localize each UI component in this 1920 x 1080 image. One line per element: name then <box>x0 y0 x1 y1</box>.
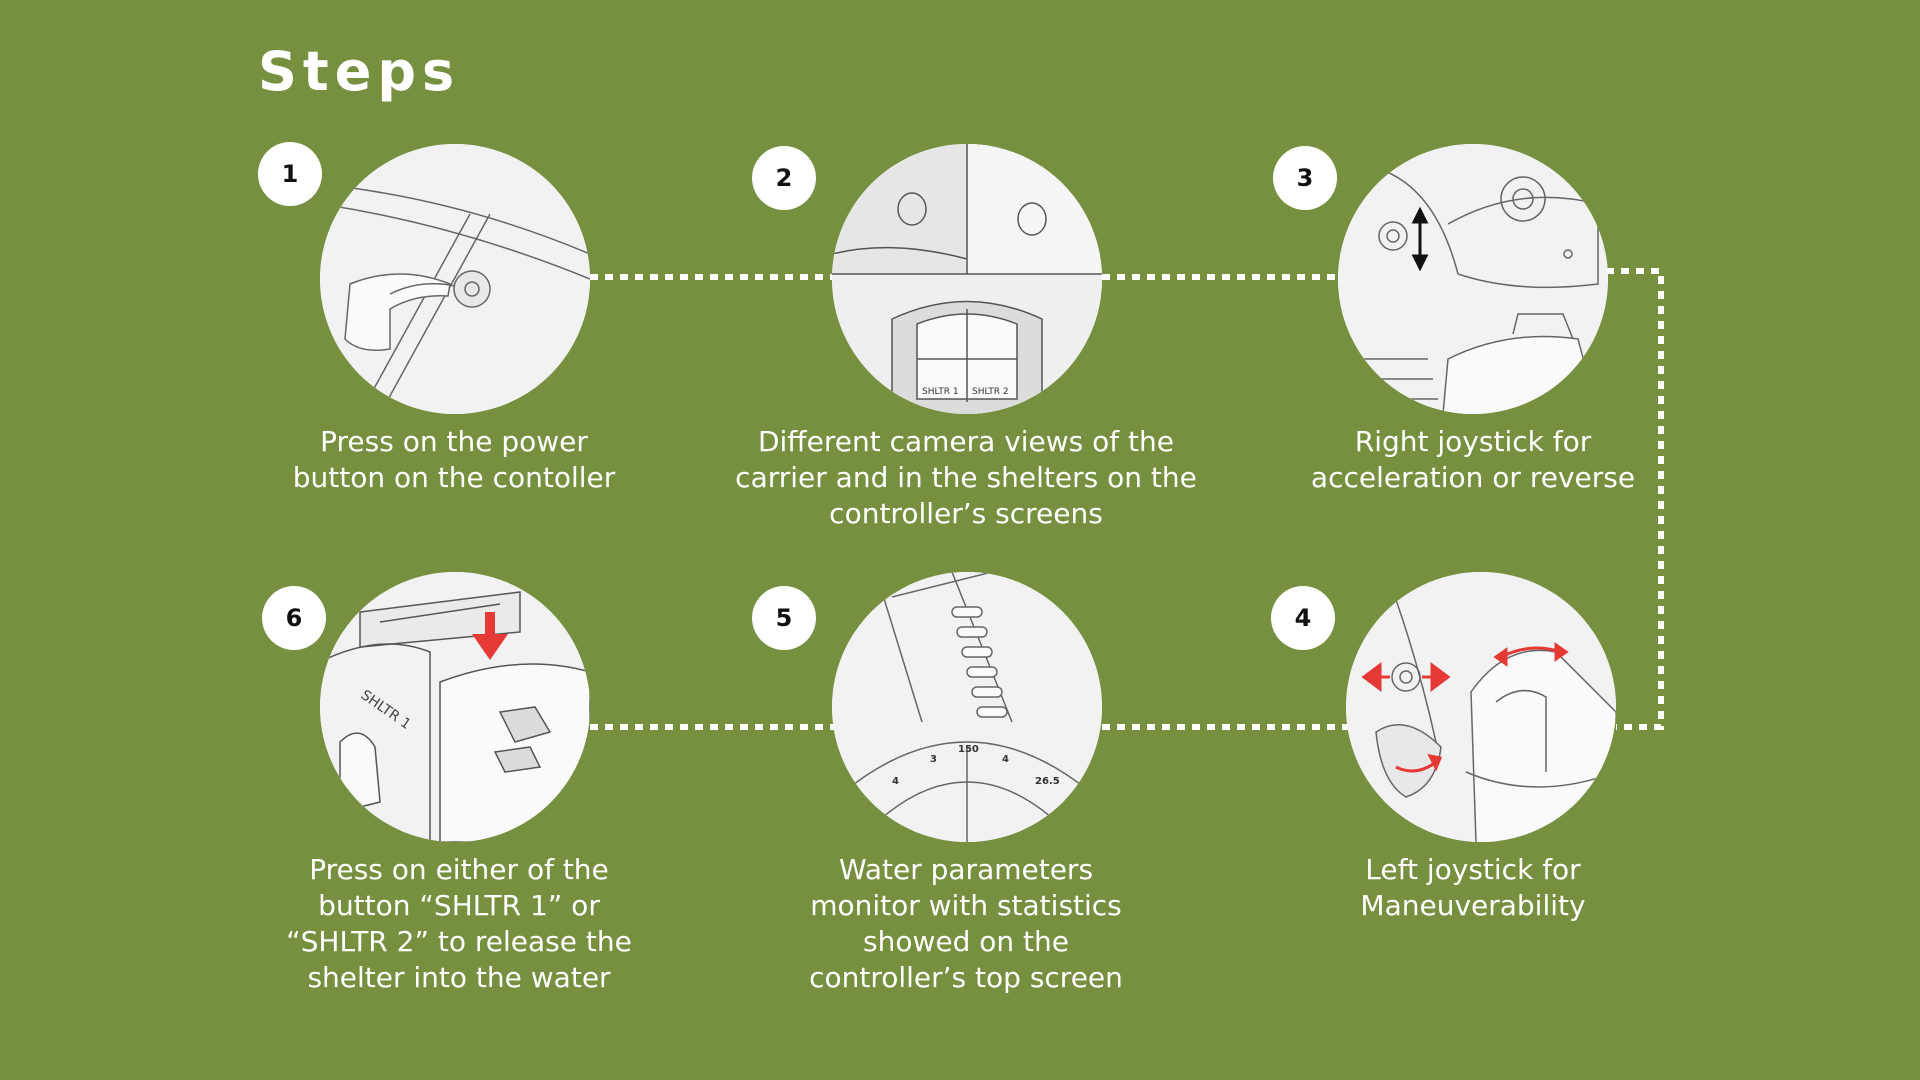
step-6-badge: 6 <box>262 586 326 650</box>
down-arrow-icon <box>472 612 508 660</box>
step-6-caption: Press on either of the button “SHLTR 1” … <box>286 853 632 994</box>
dial-value-3: 150 <box>958 744 979 755</box>
step-5-illustration: 4 3 150 4 26.5 <box>832 572 1102 842</box>
page-title: Steps <box>258 40 461 103</box>
step-2-caption: Different camera views of the carrier an… <box>735 425 1197 530</box>
dial-value-2: 3 <box>930 754 937 765</box>
step-4-illustration <box>1346 572 1616 842</box>
right-joystick-icon <box>1338 144 1608 414</box>
step-3-caption: Right joystick for acceleration or rever… <box>1310 425 1636 494</box>
step-3-illustration <box>1338 144 1608 414</box>
step-6-illustration: SHLTR 1 <box>320 572 590 842</box>
shelter-release-icon: SHLTR 1 <box>320 572 590 842</box>
left-joystick-icon <box>1346 572 1616 842</box>
step-5-caption: Water parameters monitor with statistics… <box>809 853 1123 994</box>
water-dial-icon: 4 3 150 4 26.5 <box>832 572 1102 842</box>
connector-3-4 <box>1606 268 1664 730</box>
dial-value-1: 4 <box>892 776 899 787</box>
step-2-label-2: SHLTR 2 <box>972 387 1009 397</box>
power-button-press-icon <box>320 144 590 414</box>
step-1-caption: Press on the power button on the contoll… <box>292 425 616 494</box>
left-right-arrow-icon <box>1361 642 1569 773</box>
step-4-caption: Left joystick for Maneuverability <box>1360 853 1586 922</box>
dial-value-4: 4 <box>1002 754 1009 765</box>
camera-views-icon: SHLTR 1 SHLTR 2 <box>832 144 1102 414</box>
step-3-badge: 3 <box>1273 146 1337 210</box>
step-4-badge: 4 <box>1271 586 1335 650</box>
step-5-badge: 5 <box>752 586 816 650</box>
dial-value-5: 26.5 <box>1035 776 1060 787</box>
step-2-badge: 2 <box>752 146 816 210</box>
step-1-illustration <box>320 144 590 414</box>
step-2-label-1: SHLTR 1 <box>922 387 959 397</box>
step-1-badge: 1 <box>258 142 322 206</box>
up-down-arrow-icon <box>1411 206 1429 272</box>
step-2-illustration: SHLTR 1 SHLTR 2 <box>832 144 1102 414</box>
